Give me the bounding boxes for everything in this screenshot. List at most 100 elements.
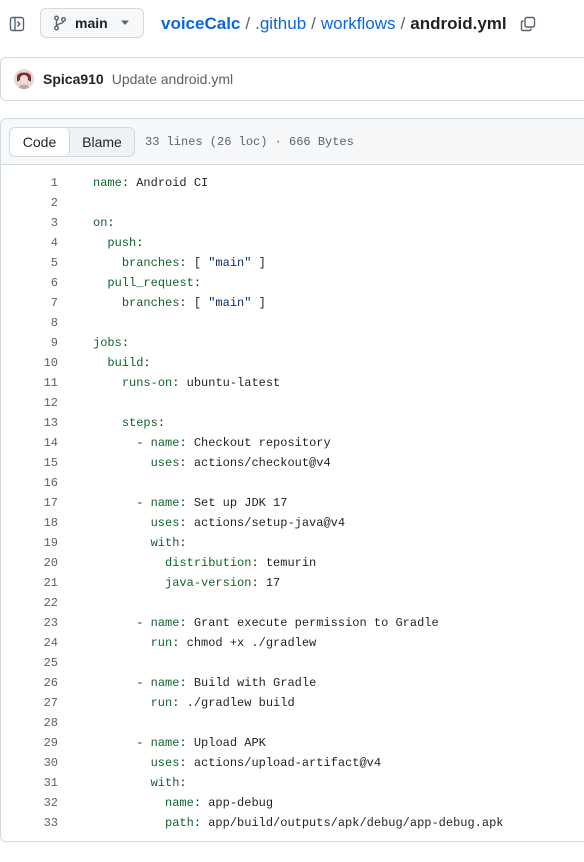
code-line: 25 bbox=[1, 653, 584, 673]
yaml-key: distribution bbox=[165, 556, 252, 570]
line-number[interactable]: 5 bbox=[50, 256, 58, 270]
view-mode-toggle: Code Blame bbox=[9, 126, 135, 157]
line-number[interactable]: 32 bbox=[43, 796, 58, 810]
yaml-key: name bbox=[150, 736, 180, 750]
line-number[interactable]: 6 bbox=[50, 276, 58, 290]
line-content: path: app/build/outputs/apk/debug/app-de… bbox=[165, 816, 504, 830]
line-number[interactable]: 7 bbox=[50, 296, 58, 310]
file-viewer: Code Blame 33 lines (26 loc) · 666 Bytes… bbox=[0, 118, 584, 842]
line-number[interactable]: 14 bbox=[43, 436, 58, 450]
breadcrumb: voiceCalc / .github / workflows / androi… bbox=[161, 13, 536, 35]
code-line: 21 java-version: 17 bbox=[1, 573, 584, 593]
line-content: - name: Grant execute permission to Grad… bbox=[136, 616, 439, 630]
code-line: 28 bbox=[1, 713, 584, 733]
line-number[interactable]: 8 bbox=[50, 316, 58, 330]
line-number[interactable]: 28 bbox=[43, 716, 58, 730]
code-line: 15 uses: actions/checkout@v4 bbox=[1, 453, 584, 473]
yaml-key: name bbox=[93, 176, 122, 190]
commit-message-link[interactable]: Update android.yml bbox=[111, 71, 234, 87]
line-number[interactable]: 1 bbox=[50, 176, 58, 190]
yaml-value: actions/setup-java@v4 bbox=[193, 516, 346, 530]
breadcrumb-separator: / bbox=[400, 14, 406, 33]
line-number[interactable]: 30 bbox=[43, 756, 58, 770]
code-line: 29 - name: Upload APK bbox=[1, 733, 584, 753]
line-content: with: bbox=[150, 536, 187, 550]
line-content: steps: bbox=[121, 416, 166, 430]
code-line: 5 branches: [ "main" ] bbox=[1, 253, 584, 273]
breadcrumb-dir-link[interactable]: workflows bbox=[320, 14, 396, 33]
line-number[interactable]: 33 bbox=[43, 816, 58, 830]
code-line: 19 with: bbox=[1, 533, 584, 553]
code-line: 4 push: bbox=[1, 233, 584, 253]
yaml-key: runs-on bbox=[121, 376, 173, 390]
yaml-value: Android CI bbox=[136, 176, 209, 190]
line-content: java-version: 17 bbox=[165, 576, 281, 590]
line-number[interactable]: 11 bbox=[43, 376, 58, 390]
line-content: pull_request: bbox=[107, 276, 202, 290]
code-line: 31 with: bbox=[1, 773, 584, 793]
line-content: run: chmod +x ./gradlew bbox=[150, 636, 317, 650]
line-number[interactable]: 9 bbox=[50, 336, 58, 350]
line-number[interactable]: 12 bbox=[43, 396, 58, 410]
yaml-value: chmod +x ./gradlew bbox=[186, 636, 317, 650]
line-number[interactable]: 3 bbox=[50, 216, 58, 230]
line-content: uses: actions/checkout@v4 bbox=[150, 456, 331, 470]
breadcrumb-dir-link[interactable]: .github bbox=[255, 14, 307, 33]
yaml-key: run bbox=[150, 636, 173, 650]
yaml-value: [ "main" ] bbox=[193, 256, 266, 270]
breadcrumb-separator: / bbox=[245, 14, 251, 33]
line-number[interactable]: 4 bbox=[50, 236, 58, 250]
yaml-value: Upload APK bbox=[193, 736, 266, 750]
line-number[interactable]: 23 bbox=[43, 616, 58, 630]
code-line: 2 bbox=[1, 193, 584, 213]
line-number[interactable]: 26 bbox=[43, 676, 58, 690]
line-content: - name: Build with Gradle bbox=[136, 676, 317, 690]
line-number[interactable]: 18 bbox=[43, 516, 58, 530]
line-content: name: Android CI bbox=[93, 176, 209, 190]
copy-icon[interactable] bbox=[520, 16, 536, 32]
line-number[interactable]: 21 bbox=[43, 576, 58, 590]
commit-author-link[interactable]: Spica910 bbox=[43, 71, 104, 87]
line-number[interactable]: 31 bbox=[43, 776, 58, 790]
avatar[interactable] bbox=[14, 69, 34, 89]
yaml-key: run bbox=[150, 696, 173, 710]
yaml-key: name bbox=[165, 796, 194, 810]
line-content: uses: actions/upload-artifact@v4 bbox=[150, 756, 382, 770]
triangle-down-icon bbox=[120, 20, 130, 26]
yaml-key: branches bbox=[121, 296, 180, 310]
line-content: name: app-debug bbox=[165, 796, 274, 810]
yaml-key: pull_request bbox=[107, 276, 194, 290]
code-line: 17 - name: Set up JDK 17 bbox=[1, 493, 584, 513]
line-content: uses: actions/setup-java@v4 bbox=[150, 516, 346, 530]
line-number[interactable]: 15 bbox=[43, 456, 58, 470]
line-number[interactable]: 10 bbox=[43, 356, 58, 370]
code-line: 14 - name: Checkout repository bbox=[1, 433, 584, 453]
line-number[interactable]: 13 bbox=[43, 416, 58, 430]
yaml-value: ./gradlew build bbox=[186, 696, 295, 710]
line-number[interactable]: 19 bbox=[43, 536, 58, 550]
line-number[interactable]: 27 bbox=[43, 696, 58, 710]
code-line: 1 name: Android CI bbox=[1, 173, 584, 193]
sidebar-expand-icon[interactable] bbox=[6, 13, 28, 35]
line-number[interactable]: 22 bbox=[43, 596, 58, 610]
line-number[interactable]: 2 bbox=[50, 196, 58, 210]
code-line: 6 pull_request: bbox=[1, 273, 584, 293]
tab-blame[interactable]: Blame bbox=[82, 133, 122, 150]
line-number[interactable]: 16 bbox=[43, 476, 58, 490]
line-number[interactable]: 20 bbox=[43, 556, 58, 570]
line-content: branches: [ "main" ] bbox=[121, 296, 266, 310]
line-number[interactable]: 29 bbox=[43, 736, 58, 750]
branch-name: main bbox=[75, 15, 108, 31]
yaml-key: java-version bbox=[165, 576, 252, 590]
line-content: run: ./gradlew build bbox=[150, 696, 295, 710]
line-content: build: bbox=[107, 356, 151, 370]
branch-selector-button[interactable]: main bbox=[40, 8, 144, 38]
breadcrumb-repo-link[interactable]: voiceCalc bbox=[161, 14, 241, 33]
line-number[interactable]: 25 bbox=[43, 656, 58, 670]
line-number[interactable]: 17 bbox=[43, 496, 58, 510]
tab-code[interactable]: Code bbox=[10, 127, 70, 156]
line-number[interactable]: 24 bbox=[43, 636, 58, 650]
yaml-key: on bbox=[93, 216, 108, 230]
